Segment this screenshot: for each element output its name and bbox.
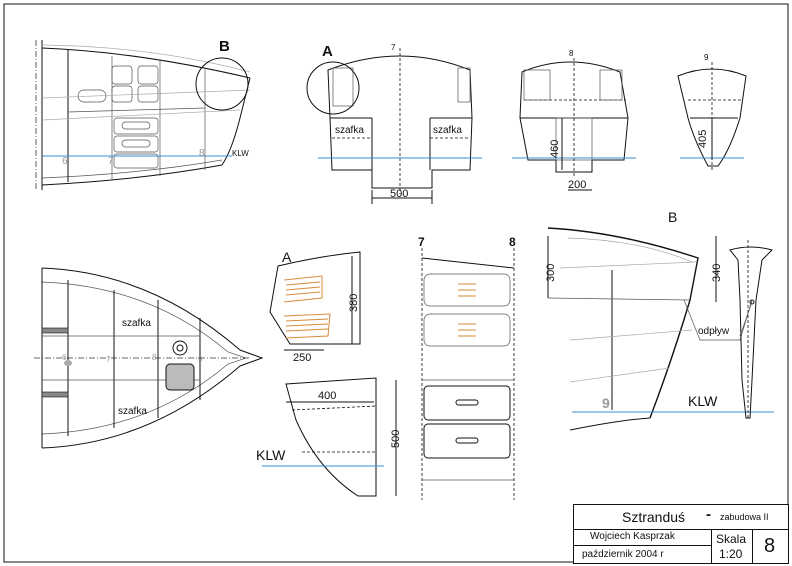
sheet-number: 8 [764,535,776,557]
detail-b-waterline: KLW [688,393,718,409]
section-7-locker-left: szafka [335,125,364,136]
detail-a-bottom-dim-height: 500 [390,430,402,448]
drawing-title: Sztranduś [622,509,686,525]
section-7-detail-mark-a: A [322,43,333,60]
plan-frame-9: 9 [198,355,203,364]
section-8-dim-width: 200 [568,179,586,191]
side-frame-6: 6 [62,156,68,167]
scale-label: Skala [716,532,747,546]
side-waterline-label: KLW [232,149,249,158]
author-cell: Wojciech Kasprzak [574,529,712,546]
plan-frame-8: 8 [152,353,157,362]
frames-right-no: 8 [509,235,516,249]
detail-b-drain: odpływ [698,326,730,337]
frames-elevation: 7 8 [418,235,516,500]
detail-a-waterline: KLW [256,447,286,463]
drawing-date: październik 2004 r [582,549,664,560]
plan-frame-6: 6 [62,353,67,362]
plan-locker-upper: szafka [122,318,151,329]
plan-frame-7: 7 [106,355,111,364]
section-7-locker-right: szafka [433,125,462,136]
detail-a-bottom-dim-width: 400 [318,390,336,402]
detail-a-circle [306,61,360,115]
side-frame-7: 7 [108,156,114,167]
side-frame-8: 8 [199,148,205,159]
detail-b: B 300 340 odpływ 9 KLW [545,209,774,431]
section-8-frame-no: 8 [569,49,574,58]
section-7: 7 szafka szafka 500 A [306,43,482,204]
detail-b-circle [195,57,249,111]
section-9-frame-no: 9 [704,53,709,62]
sheet-border [3,3,789,563]
title-block: Sztranduś - zabudowa II Wojciech Kasprza… [573,504,789,564]
author-name: Wojciech Kasprzak [590,531,675,542]
section-9: 9 405 [677,53,747,172]
date-cell: październik 2004 r [574,546,712,563]
plan-view: szafka szafka 6 7 8 9 [34,267,264,449]
side-detail-mark-b: B [219,38,230,55]
detail-a: A 380 250 400 500 KLW [256,249,402,497]
side-view: 6 7 8 KLW B [35,38,251,190]
scale-cell: Skala 1:20 [712,529,753,563]
detail-a-dim-height: 380 [348,294,360,312]
title-row: Sztranduś - zabudowa II [574,505,788,530]
frames-left-no: 7 [418,235,425,249]
detail-b-frame: 9 [602,395,610,411]
scale-value: 1:20 [719,547,743,561]
section-8: 8 460 200 [512,49,636,191]
title-separator: - [706,506,711,523]
detail-b-mark: B [668,209,677,225]
plan-locker-lower: szafka [118,406,147,417]
detail-b-dim-right: 340 [711,264,723,282]
sheet-number-cell: 8 [753,529,788,563]
section-7-dim-width: 500 [390,188,408,200]
detail-a-mark: A [282,249,292,265]
section-9-dim-height: 405 [697,130,709,148]
detail-b-dim-left: 300 [545,264,557,282]
section-8-dim-height: 460 [549,140,561,158]
drawing-subtitle: zabudowa II [720,512,769,522]
detail-a-dim-width: 250 [293,352,311,364]
section-7-frame-no: 7 [391,43,396,52]
